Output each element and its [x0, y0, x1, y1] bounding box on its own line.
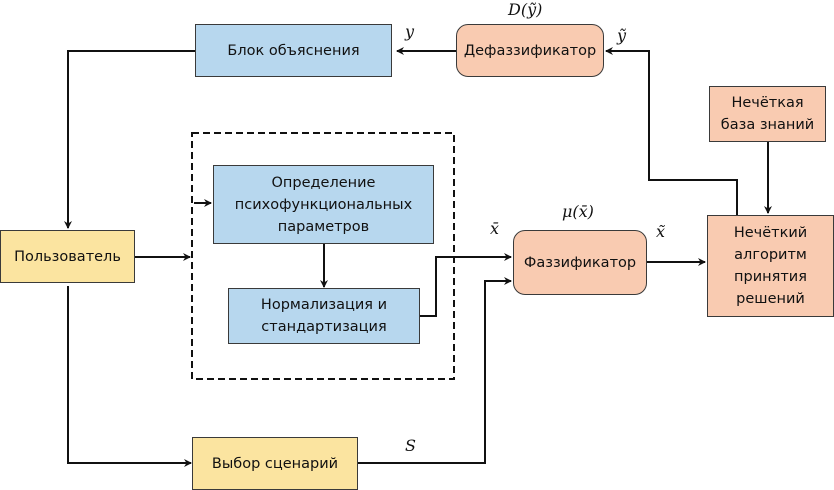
- edge-explanation-to-user: [64, 50, 195, 229]
- user-block: Пользователь: [0, 230, 135, 283]
- label-y: y: [405, 22, 415, 41]
- label-s: S: [405, 436, 416, 455]
- label-x-tilde: x̃: [656, 222, 666, 241]
- label-y-tilde: ỹ: [617, 26, 627, 45]
- edge-user-to-scenario: [67, 286, 192, 467]
- knowledge-base-block: Нечёткая база знаний: [709, 86, 826, 142]
- determination-block: Определение психофункциональных параметр…: [213, 165, 434, 244]
- decision-algorithm-block: Нечёткий алгоритм принятия решений: [707, 215, 834, 317]
- label-d-y-tilde: D(ỹ): [508, 0, 543, 19]
- edge-scenario-to-fuzzifier: [358, 277, 512, 464]
- label-mu-x-bar: μ(x̄): [562, 202, 594, 221]
- scenario-choice-block: Выбор сценарий: [192, 437, 358, 490]
- normalization-block: Нормализация и стандартизация: [228, 288, 420, 344]
- explanation-block: Блок объяснения: [195, 24, 392, 77]
- edge-decision-to-defuzzifier: [605, 47, 738, 215]
- defuzzifier-block: Дефаззификатор: [456, 24, 604, 77]
- edge-normalization-to-fuzzifier: [420, 253, 512, 317]
- fuzzifier-block: Фаззификатор: [513, 230, 647, 295]
- label-x-bar: x̄: [490, 219, 500, 238]
